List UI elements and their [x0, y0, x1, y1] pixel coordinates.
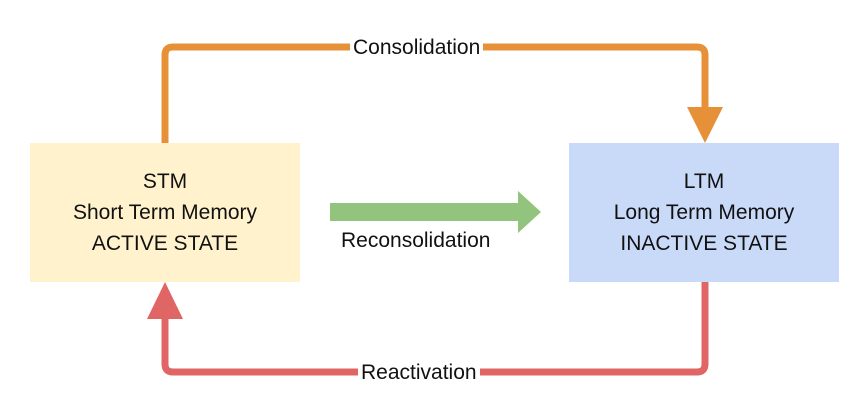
ltm-subtitle: Long Term Memory: [613, 201, 795, 224]
stm-state: ACTIVE STATE: [91, 232, 239, 255]
reactivation-arrowhead: [147, 282, 183, 319]
consolidation-label: Consolidation: [350, 36, 484, 60]
ltm-state: INACTIVE STATE: [620, 232, 788, 255]
reconsolidation-label: Reconsolidation: [341, 229, 491, 252]
consolidation-arrow-line: [161, 43, 709, 143]
ltm-box: LTM Long Term Memory INACTIVE STATE: [569, 143, 839, 282]
stm-box: STM Short Term Memory ACTIVE STATE: [30, 143, 300, 282]
reconsolidation-arrowhead: [518, 191, 541, 233]
reactivation-label: Reactivation: [358, 361, 480, 385]
consolidation-arrowhead: [687, 107, 723, 143]
stm-title: STM: [142, 170, 188, 193]
reconsolidation-arrow-shaft: [330, 203, 520, 221]
stm-subtitle: Short Term Memory: [73, 201, 257, 224]
reactivation-arrow-line: [161, 282, 709, 376]
ltm-title: LTM: [683, 170, 725, 193]
